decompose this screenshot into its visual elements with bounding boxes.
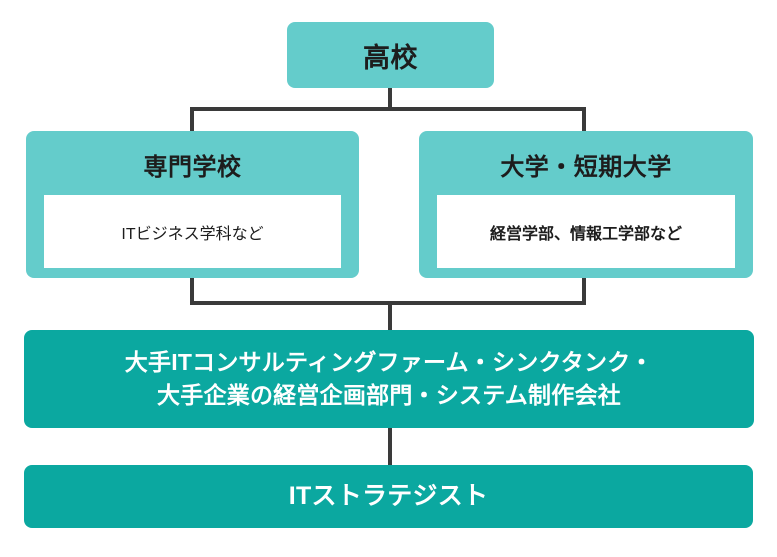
connector-vocational-school-down bbox=[190, 276, 194, 305]
connector-employers-to-goal bbox=[388, 428, 392, 466]
connector-to-university bbox=[582, 107, 586, 133]
node-vocational-school-detail-text: ITビジネス学科など bbox=[121, 225, 264, 243]
node-university-detail-panel: 経営学部、情報工学部など bbox=[437, 195, 735, 268]
node-university-detail-text: 経営学部、情報工学部など bbox=[489, 225, 682, 243]
connector-to-vocational-school bbox=[190, 107, 194, 133]
connector-highschool-stem bbox=[388, 88, 392, 107]
node-vocational-school-detail-panel: ITビジネス学科など bbox=[44, 195, 341, 268]
connector-highschool-horizontal-bus bbox=[190, 107, 586, 111]
node-vocational-school-label: 専門学校 bbox=[143, 154, 242, 181]
node-high-school-label: 高校 bbox=[362, 42, 419, 73]
connector-university-down bbox=[582, 276, 586, 305]
node-employers-label-line2: 大手企業の経営企画部門・システム制作会社 bbox=[157, 382, 621, 408]
node-goal-label: ITストラテジスト bbox=[288, 481, 489, 510]
node-university-label: 大学・短期大学 bbox=[500, 154, 672, 181]
node-university[interactable]: 大学・短期大学 経営学部、情報工学部など bbox=[419, 131, 753, 278]
node-employers-label-line1: 大手ITコンサルティングファーム・シンクタンク・ bbox=[124, 349, 654, 376]
node-employers[interactable]: 大手ITコンサルティングファーム・シンクタンク・ 大手企業の経営企画部門・システ… bbox=[24, 330, 754, 428]
node-goal-it-strategist[interactable]: ITストラテジスト bbox=[24, 465, 753, 528]
node-employers-label: 大手ITコンサルティングファーム・シンクタンク・ 大手企業の経営企画部門・システ… bbox=[24, 346, 754, 411]
connector-merge-to-employers bbox=[388, 301, 392, 331]
node-vocational-school[interactable]: 専門学校 ITビジネス学科など bbox=[26, 131, 359, 278]
node-high-school[interactable]: 高校 bbox=[287, 22, 494, 88]
